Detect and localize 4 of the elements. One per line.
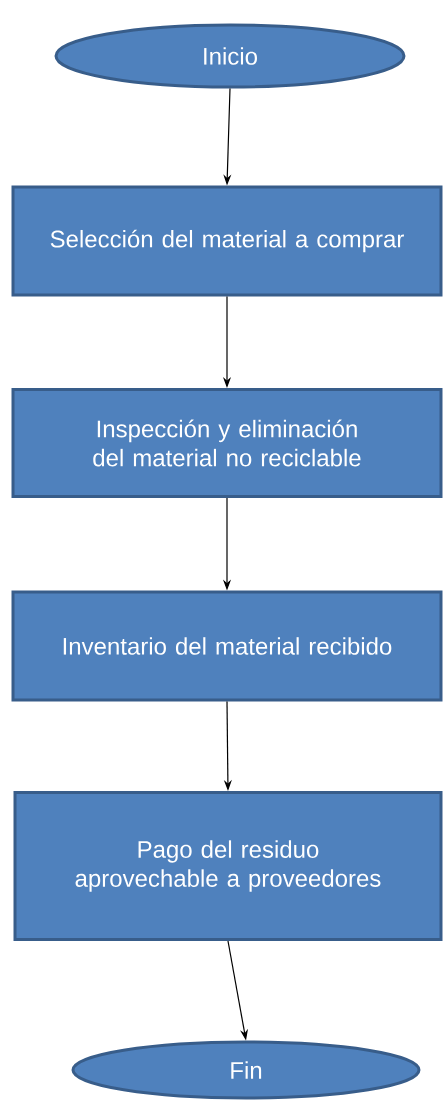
process-box: Pago del residuo aprovechable a proveedores [13, 791, 443, 941]
process-box: Selección del material a comprar [11, 185, 443, 297]
process-box: Inspección y eliminación del material no reciclable [11, 388, 443, 498]
process-box: Inventario del material recibido [11, 590, 443, 702]
